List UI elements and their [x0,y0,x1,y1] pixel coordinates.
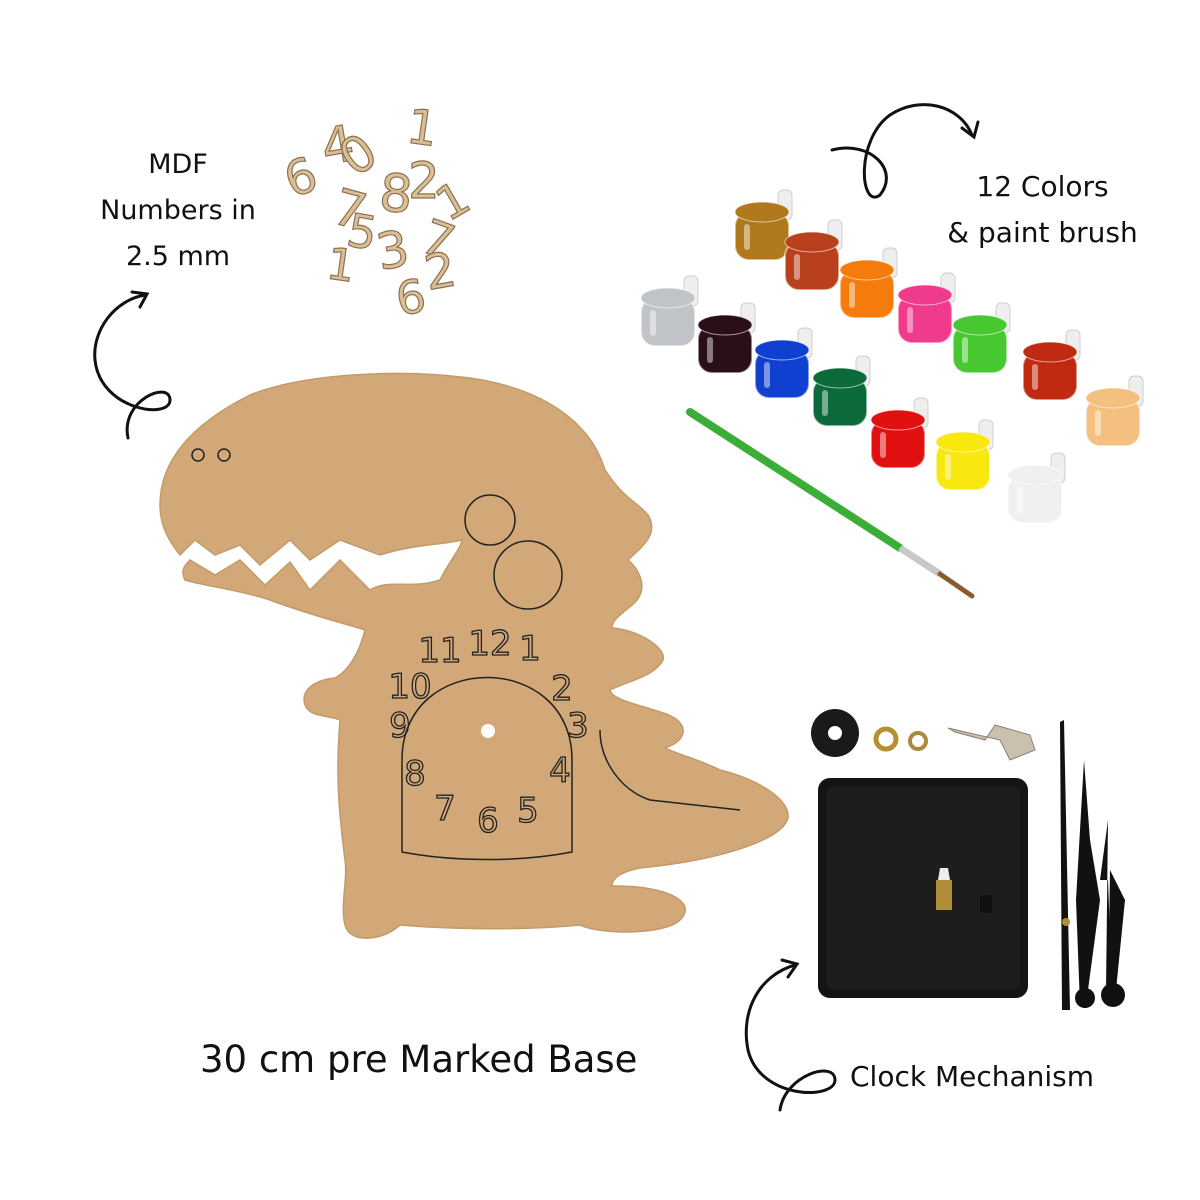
loose-number: 2 [420,241,460,301]
colors-label: 12 Colors & paint brush [935,164,1150,256]
paint-pot [734,189,793,261]
clock-face-number: 2 [551,669,573,709]
paint-pot [935,419,994,491]
paint-pot [784,219,843,291]
clock-face-number: 6 [477,801,499,841]
clock-face-number: 1 [519,629,541,669]
loose-number: 8 [377,163,415,226]
colors-label-line: & paint brush [947,216,1138,249]
paint-pot [952,302,1011,374]
paint-brush-icon [686,408,975,599]
paint-pot [870,397,929,469]
arrow-icon-mechanism [744,958,837,1112]
clock-face-number: 7 [434,789,456,829]
clock-face-number: 10 [388,667,431,707]
clock-face-number: 4 [549,751,571,791]
clock-face-number: 8 [404,754,426,794]
arrow-icon-colors [830,103,980,199]
paint-pot [1085,375,1144,447]
mechanism-label: Clock Mechanism [850,1060,1095,1093]
arrow-icon-mdf [93,290,172,440]
clock-face-number: 5 [517,791,539,831]
clock-face-number: 11 [418,631,461,671]
clock-face-number: 12 [468,624,511,664]
paint-set [640,189,1144,599]
loose-number: 1 [323,238,358,292]
clock-face-number: 3 [567,706,589,746]
paint-pot [640,275,699,347]
loose-number: 6 [277,146,325,209]
mdf-label-line: Numbers in [100,195,256,226]
mdf-label-line: 2.5 mm [125,241,231,272]
mdf-label-line: MDF [148,149,208,180]
paint-pot [1022,329,1081,401]
paint-pot [1007,452,1066,524]
paint-pot [897,272,956,344]
mdf-numbers-label: MDF Numbers in 2.5 mm [88,142,268,280]
clock-mechanism [811,709,1125,1010]
paint-pot [697,302,756,374]
loose-number: 2 [408,152,440,210]
paint-pot [754,327,813,399]
paint-pot [839,247,898,319]
clock-face-number: 9 [389,706,411,746]
paint-pot [812,355,871,427]
loose-number: 1 [403,98,441,158]
base-label: 30 cm pre Marked Base [200,1038,638,1081]
mdf-loose-numbers: 1 4 0 6 7 8 2 1 5 3 7 1 2 9 [276,98,479,326]
colors-label-line: 12 Colors [976,170,1109,203]
loose-number: 9 [391,267,429,325]
